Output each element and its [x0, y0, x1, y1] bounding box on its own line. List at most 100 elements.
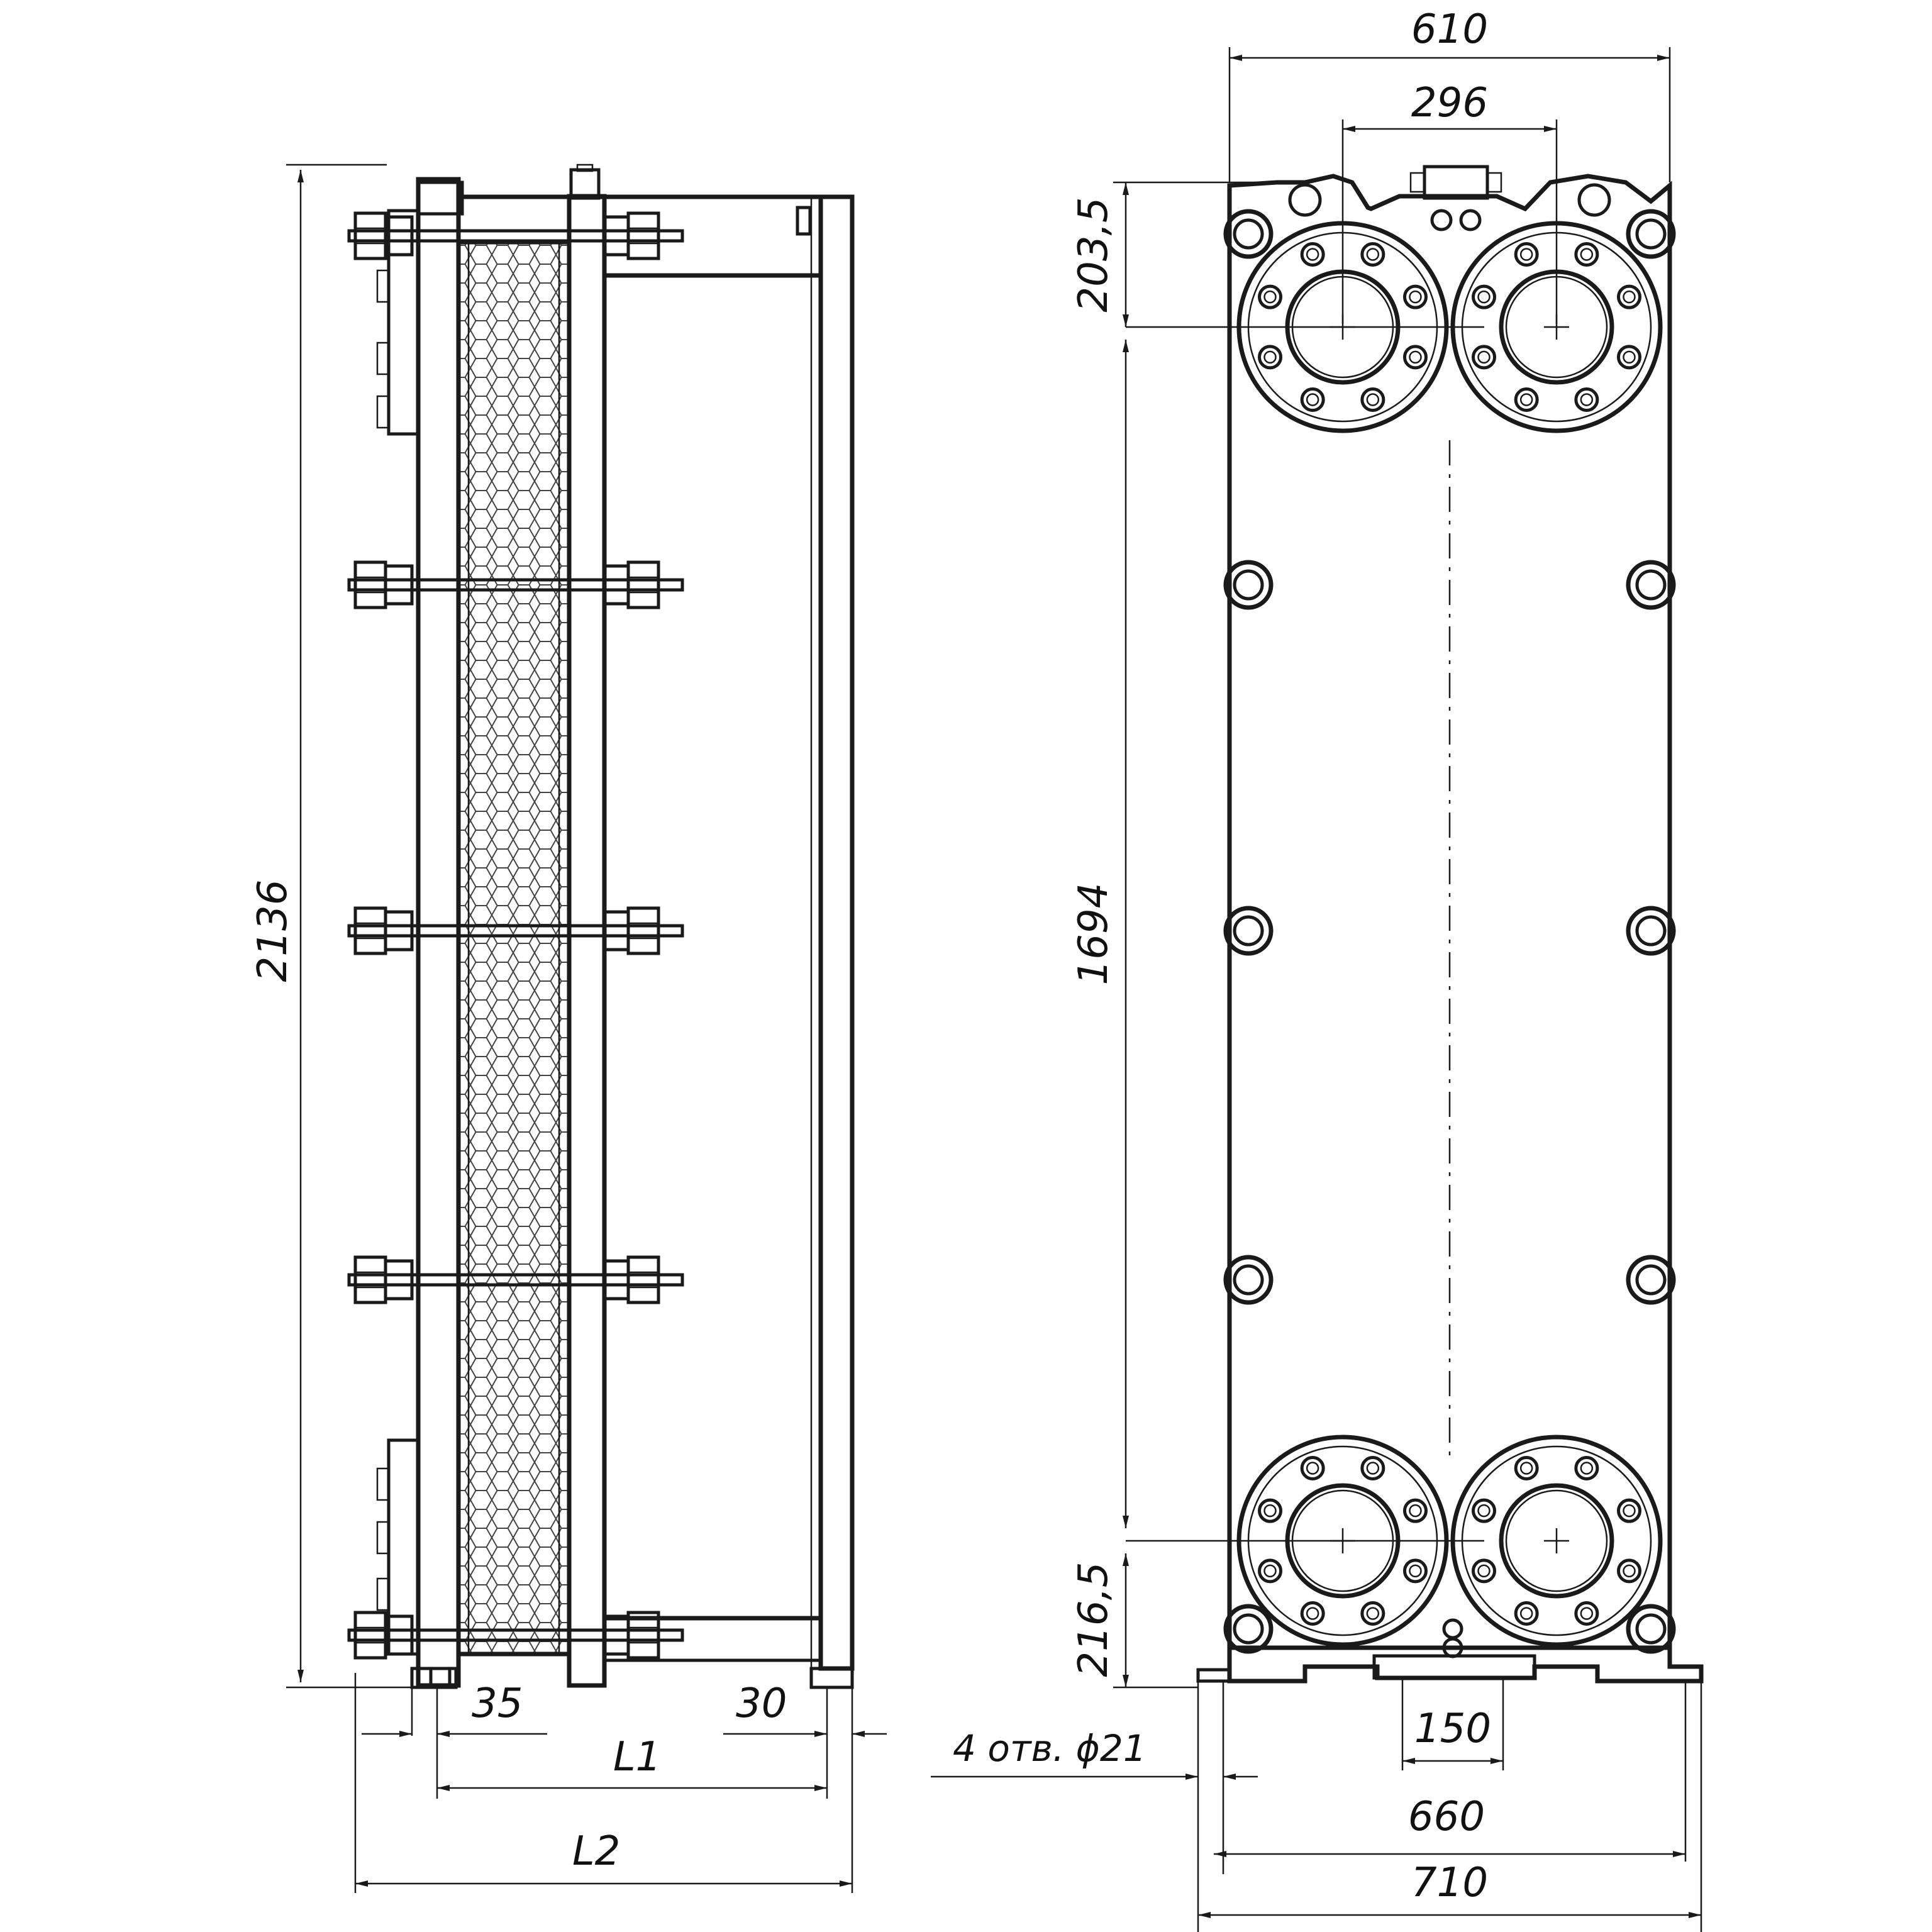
pressure-plate — [567, 194, 607, 1688]
clamp-bolt-end — [1635, 569, 1667, 601]
flange-bolt-center — [1580, 1607, 1594, 1620]
flange-bolt — [1402, 1498, 1428, 1523]
roller-wheel — [1430, 209, 1453, 231]
flange-bolt-center — [1409, 290, 1422, 304]
flange-bolt-center — [1519, 1462, 1533, 1475]
tie-bolt-nut-right — [626, 1255, 660, 1304]
tie-bolt-washer-left — [384, 1259, 414, 1301]
dim-l2: L2 — [572, 1828, 620, 1875]
tie-bolt-washer-right — [602, 215, 630, 257]
top-roller-cap — [576, 164, 594, 172]
flange-bolt-center — [1263, 1564, 1277, 1578]
roller-wheel — [1459, 209, 1482, 231]
lower-roller — [1442, 1637, 1463, 1658]
dim-base-slot: 150 — [1414, 1706, 1491, 1752]
clamp-bolt-nut — [1626, 560, 1676, 610]
lifting-hole-left — [1288, 183, 1322, 217]
flange-bolt-center — [1623, 1564, 1636, 1578]
clamp-bolt-end — [1635, 915, 1667, 947]
dim-holes-note: 4 отв. ϕ21 — [953, 1727, 1146, 1770]
foot-left-inner — [429, 1667, 458, 1689]
flange-bolt — [1360, 387, 1385, 412]
clamp-bolt-nut — [1223, 209, 1274, 259]
dim-bottom-offset: 216,5 — [1070, 1562, 1117, 1677]
flange-bolt — [1360, 242, 1385, 267]
clamp-bolt-nut — [1626, 1255, 1676, 1305]
flange-bolt — [1258, 1498, 1283, 1523]
flange-bolt-center — [1263, 1504, 1277, 1518]
nozzle-stud — [376, 1577, 390, 1611]
clamp-bolt-nut — [1626, 906, 1676, 956]
clamp-bolt-nut — [1223, 560, 1274, 610]
flange-bolt-center — [1580, 393, 1594, 406]
flange-bolt — [1514, 242, 1539, 267]
flange-bolt — [1300, 1456, 1325, 1481]
foot-right — [809, 1667, 854, 1689]
flange-bolt-center — [1580, 248, 1594, 261]
dim-top-offset: 203,5 — [1070, 197, 1117, 312]
nozzle-stud — [376, 1467, 390, 1501]
tie-bolt-end — [657, 229, 684, 243]
flange-bolt — [1574, 1456, 1599, 1481]
dim-right-foot: 30 — [736, 1680, 787, 1727]
flange-bore — [1499, 1483, 1614, 1599]
flange-bolt — [1574, 387, 1599, 412]
dim-port-centers: 1694 — [1070, 883, 1117, 985]
dim-l1: L1 — [613, 1734, 661, 1780]
flange-bolt — [1360, 1601, 1385, 1626]
upper-nozzle-block — [387, 209, 420, 436]
tie-bolt-washer-left — [384, 564, 414, 606]
frame-plate-outline — [1227, 174, 1672, 1650]
nozzle-stud — [376, 269, 390, 303]
flange-bolt — [1402, 345, 1428, 370]
clamp-bolt-end — [1233, 1613, 1264, 1645]
base-foot-left — [1196, 1668, 1231, 1683]
clamp-bolt-nut — [1223, 1255, 1274, 1305]
flange-bolt-center — [1263, 350, 1277, 364]
dim-left-foot: 35 — [472, 1680, 523, 1727]
tie-bolt-end — [657, 578, 684, 592]
tie-bolt-washer-right — [602, 564, 630, 606]
flange-bolt — [1402, 1558, 1428, 1584]
flange-bolt — [1616, 1498, 1641, 1523]
flange-bolt-center — [1519, 393, 1533, 406]
flange-bolt — [1616, 345, 1641, 370]
flange-bolt — [1300, 242, 1325, 267]
front-view: 610 296 203,5 1694 216,5 150 4 отв. ϕ21 — [931, 6, 1704, 1932]
tie-bolt-washer-left — [384, 1614, 414, 1656]
flange-bolt — [1472, 1498, 1497, 1523]
flange-bolt-center — [1623, 1504, 1636, 1518]
dim-holes-spacing: 660 — [1408, 1794, 1485, 1840]
lower-nozzle-block — [387, 1438, 420, 1656]
roller-housing — [1423, 165, 1489, 200]
top-lug — [416, 180, 464, 216]
flange-bore-inner — [1505, 1489, 1608, 1592]
plate-pack — [458, 242, 569, 1654]
flange-bolt — [1616, 284, 1641, 309]
flange-bolt — [1514, 1456, 1539, 1481]
nozzle-stud — [376, 395, 390, 429]
flange-bolt — [1514, 1601, 1539, 1626]
flange-bolt-center — [1580, 1462, 1594, 1475]
flange-bolt-center — [1306, 1462, 1319, 1475]
flange-bolt-center — [1306, 1607, 1319, 1620]
dim-base-width: 710 — [1411, 1860, 1488, 1906]
flange-bolt-center — [1623, 290, 1636, 304]
flange-bolt — [1258, 345, 1283, 370]
flange-bolt-center — [1477, 290, 1491, 304]
flange-bolt-center — [1477, 1564, 1491, 1578]
flange-bolt-center — [1366, 1607, 1380, 1620]
tie-bolt-washer-right — [602, 1614, 630, 1656]
lower-roller — [1442, 1618, 1463, 1640]
flange-bolt-center — [1366, 393, 1380, 406]
tie-bolt-nut-left — [353, 560, 387, 609]
flange-bolt — [1300, 387, 1325, 412]
flange-bolt — [1574, 242, 1599, 267]
flange-bolt-center — [1519, 248, 1533, 261]
tie-bolt-washer-right — [602, 910, 630, 952]
flange-bolt — [1402, 284, 1428, 309]
flange-bolt — [1472, 1558, 1497, 1584]
tie-bolt-end — [657, 1628, 684, 1642]
flange-bolt — [1514, 387, 1539, 412]
